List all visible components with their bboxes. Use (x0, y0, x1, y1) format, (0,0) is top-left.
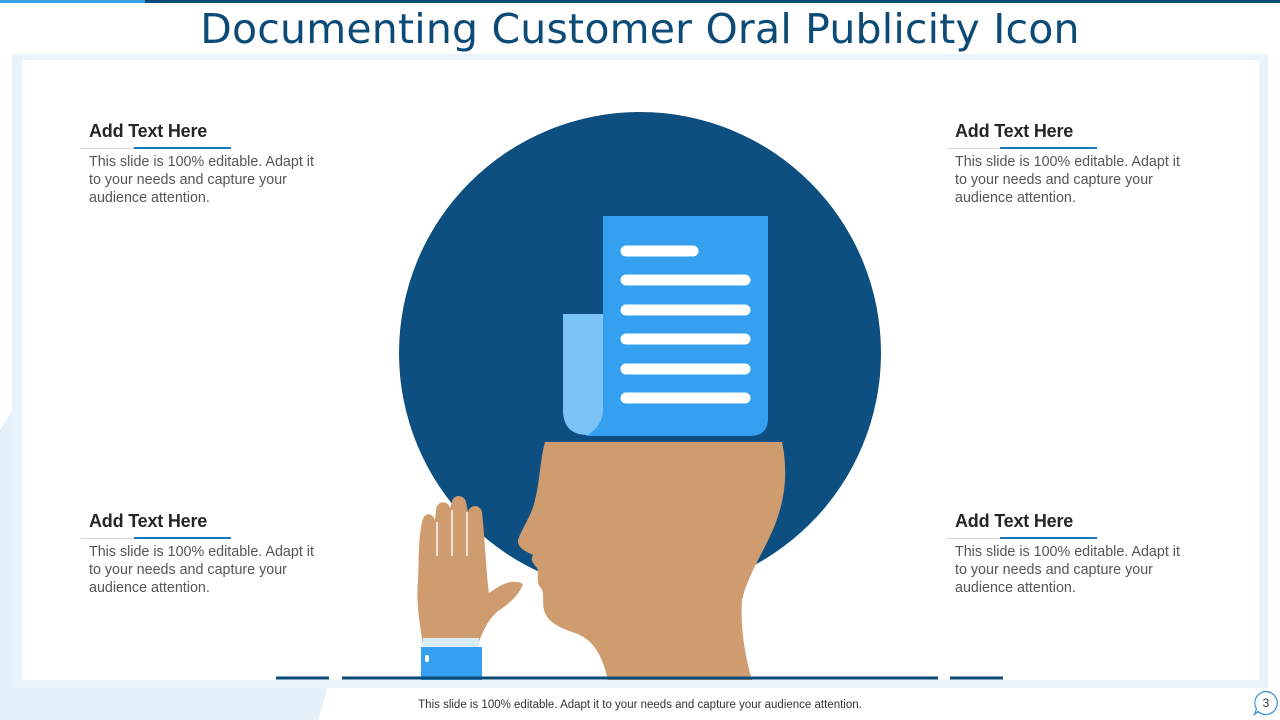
text-block-heading: Add Text Here (955, 511, 1074, 531)
text-block-bottom-left: Add Text Here This slide is 100% editabl… (81, 511, 331, 601)
top-rule-accent (0, 0, 145, 3)
heading-underline-accent (134, 147, 231, 149)
text-block-body: This slide is 100% editable. Adapt it to… (955, 544, 1180, 596)
hand (417, 496, 523, 645)
finger-lines (436, 510, 468, 556)
heading-underline-accent (134, 537, 231, 539)
text-block-body: This slide is 100% editable. Adapt it to… (89, 544, 314, 596)
speech-bubble-icon (1253, 690, 1278, 716)
document-sheet (586, 216, 768, 436)
head-silhouette (517, 442, 786, 680)
document-lines (620, 245, 751, 404)
text-block-body: This slide is 100% editable. Adapt it to… (955, 154, 1180, 206)
heading-underline-accent (1000, 537, 1097, 539)
shirt-cuff (423, 638, 479, 647)
slide-title: Documenting Customer Oral Publicity Icon (200, 5, 1080, 53)
heading-underline-accent (1000, 147, 1097, 149)
page-number: 3 (1262, 696, 1270, 710)
page-number-badge: 3 (1253, 690, 1279, 716)
text-block-bottom-right: Add Text Here This slide is 100% editabl… (947, 511, 1197, 601)
text-block-heading: Add Text Here (89, 511, 208, 531)
sleeve (421, 647, 482, 680)
footer-text: This slide is 100% editable. Adapt it to… (418, 699, 862, 711)
text-block-body: This slide is 100% editable. Adapt it to… (89, 154, 314, 206)
sleeve-button (425, 655, 429, 662)
text-block-heading: Add Text Here (89, 121, 208, 141)
document-fold (563, 314, 606, 435)
text-block-top-right: Add Text Here This slide is 100% editabl… (947, 121, 1197, 211)
text-block-top-left: Add Text Here This slide is 100% editabl… (81, 121, 331, 211)
top-rule (0, 0, 1280, 3)
text-block-heading: Add Text Here (955, 121, 1074, 141)
